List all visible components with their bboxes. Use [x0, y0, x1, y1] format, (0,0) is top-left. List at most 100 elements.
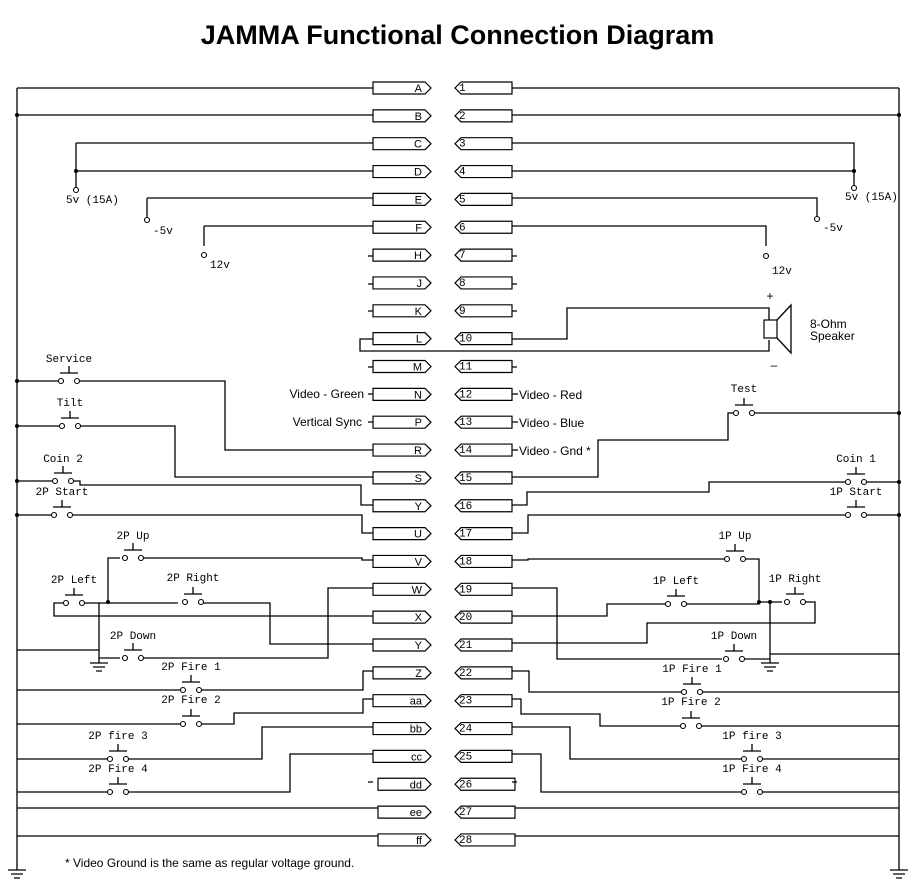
switch-coin1: Coin 1: [836, 454, 876, 486]
ground-symbols: [8, 662, 908, 879]
pin-right-label: 23: [459, 696, 472, 708]
pin-right-label: 17: [459, 529, 472, 541]
pushbutton-actuator-icon: [682, 711, 700, 719]
pin-right: [454, 359, 513, 374]
pin-left-label: bb: [410, 724, 422, 736]
pin-left-label: Z: [415, 668, 422, 680]
switch-contact: [106, 755, 114, 763]
switch-contact: [62, 599, 70, 607]
pin-right-label: 18: [459, 556, 472, 568]
pin-right-label: 28: [459, 835, 472, 847]
pushbutton-actuator-icon: [184, 587, 202, 595]
switch-label: Coin 1: [836, 454, 876, 466]
pin-left-label: J: [417, 278, 423, 290]
pin-left-label: H: [414, 250, 422, 262]
wire-fire2-1: [512, 698, 899, 727]
switch-contact: [680, 688, 688, 696]
diagram-title: JAMMA Functional Connection Diagram: [200, 20, 715, 50]
wire-up1: [512, 558, 760, 601]
wire-left2-common: [84, 602, 178, 650]
terminal-12v-left: [200, 251, 208, 259]
pin-right-label: 26: [459, 779, 472, 791]
pushbutton-actuator-icon: [847, 500, 865, 508]
pin-left-label: L: [416, 334, 422, 346]
wires: [16, 87, 900, 870]
pin-left: [372, 137, 432, 151]
wire-service: [17, 380, 373, 451]
pin-right: [454, 192, 513, 206]
pushbutton-actuator-icon: [182, 675, 200, 683]
pin-left: [372, 582, 432, 596]
switch-contact: [695, 722, 703, 730]
speaker-label-2: Speaker: [810, 329, 855, 343]
pin-right-label: 1: [459, 83, 466, 95]
wire-fire1-1: [512, 670, 899, 693]
power-terminals: [72, 184, 858, 260]
switch-label: Service: [46, 354, 92, 366]
switch-label: 1P Down: [711, 631, 757, 643]
switch-contact: [74, 422, 82, 430]
pin-right: [454, 805, 516, 819]
pushbutton-actuator-icon: [124, 543, 142, 551]
pin-left: [377, 805, 432, 819]
pin-left: [372, 666, 432, 680]
pin-right-label: 2: [459, 111, 466, 123]
pin-right-label: 3: [459, 139, 466, 151]
wire-coin1: [512, 481, 899, 506]
switch-label: 1P Left: [653, 576, 699, 588]
switch-contact: [756, 755, 764, 763]
switch-contact: [756, 788, 764, 796]
switch-label: 1P fire 3: [722, 731, 781, 743]
switch-contact: [844, 478, 852, 486]
pushbutton-actuator-icon: [53, 500, 71, 508]
pushbutton-actuator-icon: [786, 587, 804, 595]
label-5v-left: 5v (15A): [66, 195, 119, 207]
switch-contact: [195, 686, 203, 694]
switch-label: 1P Up: [718, 531, 751, 543]
wire-down2: [99, 587, 373, 659]
pin-left-label: dd: [410, 779, 422, 791]
pin-left: [372, 443, 432, 457]
switch-label: 1P Fire 1: [662, 664, 722, 676]
label-m5v-left: -5v: [153, 226, 173, 238]
pushbutton-actuator-icon: [54, 466, 72, 474]
pin-right-label: 21: [459, 640, 473, 652]
pin-right-label: 27: [459, 807, 472, 819]
switch-contact: [197, 598, 205, 606]
wire-fire1-2: [17, 670, 373, 691]
pin-left-label: Y: [415, 501, 423, 513]
switch-contact: [860, 511, 868, 519]
pin-left: [372, 499, 432, 513]
pin-left-label: aa: [410, 696, 423, 708]
pin-right-label: 25: [459, 751, 472, 763]
switch-contact: [67, 477, 75, 485]
pin-left-label: Y: [415, 640, 423, 652]
ground-icon: [8, 869, 26, 879]
switch-label: 1P Start: [830, 487, 883, 499]
pin-left-label: E: [415, 194, 422, 206]
switch-right1: 1P Right: [769, 574, 821, 606]
switch-contact: [732, 409, 740, 417]
pin-right: [454, 471, 513, 485]
switch-label: 2P Fire 1: [161, 662, 221, 674]
pushbutton-actuator-icon: [124, 643, 142, 651]
pushbutton-actuator-icon: [60, 366, 78, 374]
pin-left: [372, 694, 432, 708]
wire-E: [146, 197, 373, 218]
pin-right: [454, 332, 513, 346]
wire-tilt: [17, 425, 373, 478]
pin-right: [454, 387, 513, 401]
label-12v-right: 12v: [772, 266, 792, 278]
pin-right: [454, 137, 513, 151]
switch-contact: [122, 788, 130, 796]
switch-left1: 1P Left: [653, 576, 699, 608]
switch-contact: [799, 598, 807, 606]
switch-contact: [121, 654, 129, 662]
switch-contact: [679, 722, 687, 730]
label-vertical-sync: Vertical Sync: [293, 415, 362, 429]
pin-left: [372, 359, 432, 374]
label-12v-left: 12v: [210, 260, 230, 272]
